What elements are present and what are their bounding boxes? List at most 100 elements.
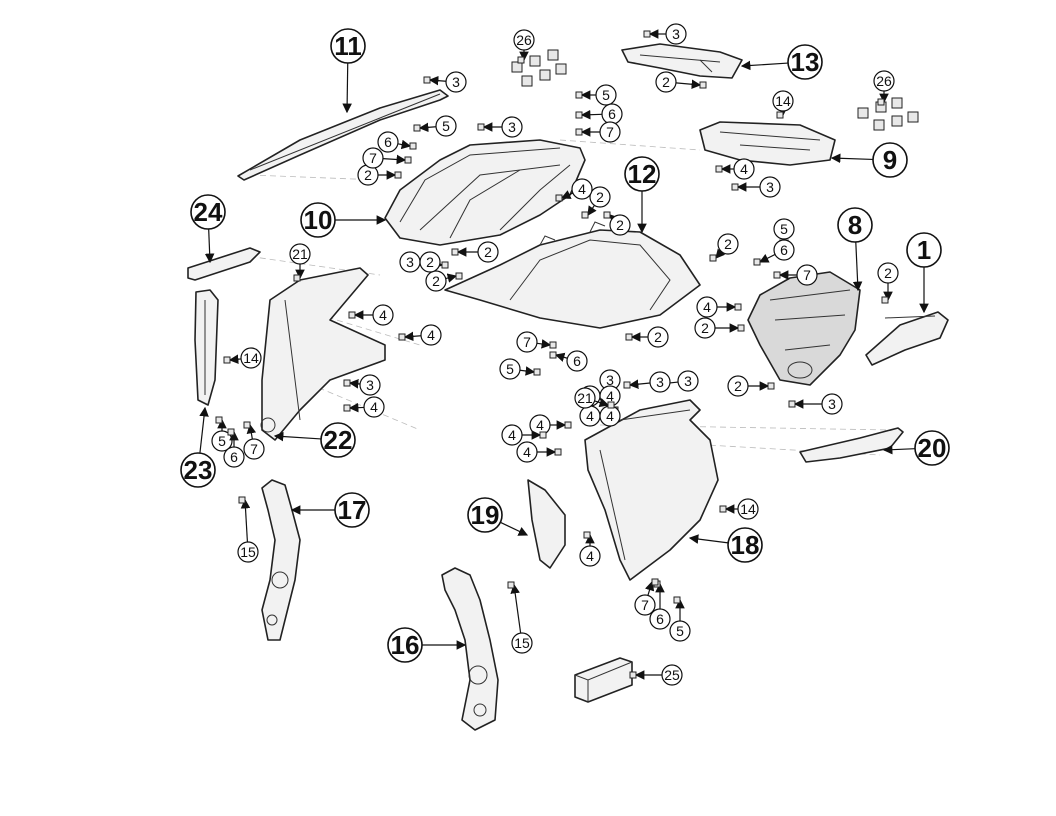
hardware-number-7: 7 [250, 441, 258, 457]
hardware-number-4: 4 [379, 307, 387, 323]
hardware-number-5: 5 [602, 87, 610, 103]
hardware-number-2: 2 [596, 189, 604, 205]
leader-line-part-18 [688, 534, 729, 544]
hardware-number-26: 26 [876, 73, 892, 89]
fastener-3 [731, 183, 739, 191]
callout-circle-hardware-7 [243, 438, 265, 460]
fastener-3 [423, 76, 431, 84]
callout-circle-hardware-7 [516, 331, 538, 353]
callout-circle-hardware-4 [571, 178, 593, 200]
callout-circle-hardware-2 [419, 251, 441, 273]
leader-line-hardware-2 [587, 204, 597, 216]
callout-circle-hardware-5 [435, 115, 457, 137]
hardware-number-14: 14 [740, 501, 756, 517]
callout-circle-hardware-6 [566, 350, 588, 372]
hardware-number-7: 7 [606, 124, 614, 140]
hardware-number-4: 4 [586, 408, 594, 424]
part-24-small-trim [187, 247, 261, 281]
hardware-number-3: 3 [508, 119, 516, 135]
leader-line-hardware-2 [715, 248, 726, 259]
fastener-4 [734, 303, 742, 311]
fastener-7 [651, 578, 659, 586]
callout-circle-hardware-4 [420, 324, 442, 346]
hardware-number-4: 4 [536, 417, 544, 433]
callout-circle-hardware-5 [211, 430, 233, 452]
callout-circle-hardware-15 [511, 632, 533, 654]
leader-line-part-11 [342, 62, 352, 114]
fastener-5 [533, 368, 541, 376]
leader-line-hardware-4 [560, 190, 574, 199]
hardware-number-4: 4 [606, 408, 614, 424]
callout-circle-hardware-7 [362, 147, 384, 169]
callout-circle-hardware-2 [425, 270, 447, 292]
fastener-7 [243, 421, 251, 429]
fastener-3 [788, 400, 796, 408]
callout-circle-hardware-14 [737, 498, 759, 520]
callout-circle-part-16 [387, 627, 423, 663]
fastener-7 [404, 156, 412, 164]
leader-line-hardware-6 [554, 352, 568, 362]
part-11-upper-trim [237, 89, 449, 181]
fastener-21 [607, 401, 615, 409]
hardware-number-4: 4 [703, 299, 711, 315]
callout-circle-hardware-6 [649, 608, 671, 630]
leader-line-part-9 [830, 153, 874, 164]
hardware-number-7: 7 [523, 334, 531, 350]
fastener-6 [409, 142, 417, 150]
fastener-2 [625, 333, 633, 341]
hardware-number-2: 2 [364, 167, 372, 183]
hardware-number-25: 25 [664, 667, 680, 683]
part-number-13: 13 [791, 47, 820, 77]
fastener-3 [343, 379, 351, 387]
part-16-side-bracket [441, 567, 499, 731]
fastener-15 [238, 496, 246, 504]
hardware-number-6: 6 [573, 353, 581, 369]
part-10-inner-panel [384, 139, 586, 246]
hardware-number-6: 6 [608, 106, 616, 122]
fastener-2 [394, 171, 402, 179]
part-number-24: 24 [194, 197, 223, 227]
part-number-22: 22 [324, 425, 353, 455]
part-number-11: 11 [334, 31, 362, 61]
leader-line-hardware-2 [675, 79, 702, 90]
leader-line-hardware-7 [382, 154, 407, 165]
fastener-15 [507, 581, 515, 589]
hardware-number-21: 21 [292, 246, 308, 262]
callout-circle-hardware-26 [513, 29, 535, 51]
part-17-side-bracket [261, 479, 301, 641]
part-number-9: 9 [883, 145, 897, 175]
hardware-number-3: 3 [452, 74, 460, 90]
callout-circle-hardware-5 [773, 218, 795, 240]
hardware-number-7: 7 [641, 597, 649, 613]
part-number-19: 19 [471, 500, 500, 530]
fastener-4 [564, 421, 572, 429]
part-number-17: 17 [338, 495, 367, 525]
part-number-23: 23 [184, 455, 213, 485]
leader-line-hardware-3 [428, 75, 447, 86]
hardware-number-15: 15 [514, 635, 530, 651]
fastener-2 [699, 81, 707, 89]
callout-circle-hardware-3 [501, 116, 523, 138]
callout-circle-hardware-3 [665, 23, 687, 45]
callout-circle-hardware-6 [223, 446, 245, 468]
hardware-number-2: 2 [884, 265, 892, 281]
callout-circle-hardware-5 [595, 84, 617, 106]
fastener-2 [603, 211, 611, 219]
leader-line-part-24 [204, 228, 215, 264]
callout-circle-part-22 [320, 422, 356, 458]
part-13-upper-bracket [621, 43, 743, 79]
fastener-4 [554, 448, 562, 456]
fastener-2 [581, 211, 589, 219]
hardware-number-2: 2 [701, 320, 709, 336]
fastener-2 [451, 248, 459, 256]
part-12-center-tray [444, 221, 701, 329]
leader-line-hardware-15 [240, 498, 251, 543]
callout-circle-hardware-15 [237, 541, 259, 563]
callout-circle-hardware-6 [377, 131, 399, 153]
hardware-number-4: 4 [523, 444, 531, 460]
fastener-5 [413, 124, 421, 132]
fastener-26 [877, 98, 885, 106]
fastener-6 [549, 351, 557, 359]
part-19-small-panel [527, 479, 566, 569]
callout-circle-hardware-2 [877, 262, 899, 284]
